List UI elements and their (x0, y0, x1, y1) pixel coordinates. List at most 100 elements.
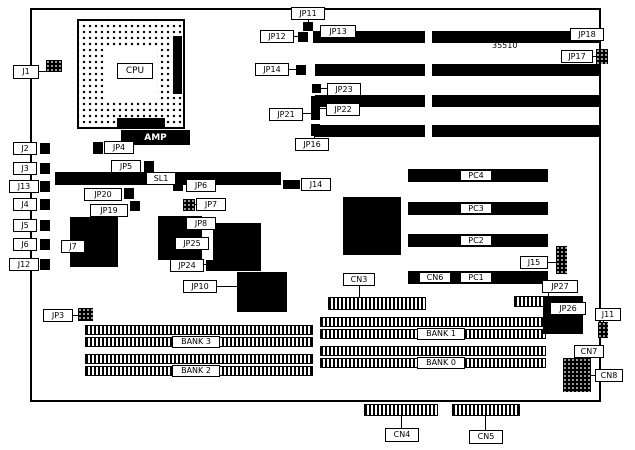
jp24-block-pins (219, 255, 232, 268)
jp7-label: JP7 (196, 198, 226, 211)
jp6-pins (173, 180, 183, 191)
cpu-socket-right-bar (173, 36, 182, 94)
cn3-line (359, 285, 360, 297)
board-number: 35510 (492, 41, 518, 50)
jp25-pins (189, 251, 201, 260)
cpu-socket (77, 19, 185, 129)
jp21-label: JP21 (269, 108, 303, 121)
jp27-label: JP27 (542, 280, 578, 293)
cn3-label: CN3 (343, 273, 375, 286)
jp23-line (321, 88, 327, 89)
cpu-label: CPU (117, 63, 153, 79)
jp16-line (314, 136, 315, 139)
cpu-socket-bottom-bar (117, 118, 165, 127)
j15-pins (556, 246, 567, 274)
j3-pins (40, 163, 50, 174)
jp4-pins (93, 142, 103, 154)
jp17-line (593, 56, 597, 57)
jp8-label: JP8 (186, 217, 216, 230)
jp8-pins (173, 218, 183, 229)
jp3-pins (78, 308, 93, 321)
cn5-line (485, 415, 486, 431)
jp26-label: JP26 (550, 302, 586, 315)
j14-label: J14 (301, 178, 331, 191)
jp17-pins (596, 49, 608, 64)
j6-label: J6 (13, 238, 37, 251)
j2-label: J2 (13, 142, 37, 155)
jp14-line (289, 69, 297, 70)
jp5-label: JP5 (111, 160, 141, 173)
jp22-line (320, 108, 326, 109)
jp10-label: JP10 (183, 280, 217, 293)
j6-pins (40, 239, 50, 250)
j11-pins (598, 322, 608, 338)
j2-pins (40, 143, 50, 154)
jp23-label: JP23 (327, 83, 361, 96)
j5-pins (40, 220, 50, 231)
jp21-jp22-pins (311, 96, 320, 120)
pc3-label: PC3 (460, 203, 492, 214)
cn5-connector (452, 404, 520, 416)
bank0-label: BANK 0 (417, 357, 465, 369)
j4-pins (40, 199, 50, 210)
cn7-cn8-header-pins (563, 358, 591, 392)
j1-pins (46, 60, 62, 72)
j15-line (547, 262, 556, 263)
jp24-label: JP24 (170, 259, 204, 272)
jp17-label: JP17 (561, 50, 593, 63)
cn6-label: CN6 (419, 272, 451, 283)
bank0-socket-a (320, 346, 546, 356)
jp10-line (216, 286, 238, 287)
isa-row1-right (432, 31, 600, 43)
j13-label: J13 (9, 180, 39, 193)
cn4-connector (364, 404, 438, 416)
j14-bar-pins (283, 180, 300, 189)
amp-bar: AMP (121, 130, 190, 145)
jp12-pins (298, 32, 308, 42)
j1-line (39, 71, 46, 72)
cn3-connector (328, 297, 426, 310)
isa-row2-left (315, 64, 425, 76)
j11-label: J11 (595, 308, 621, 321)
bank3-socket-a (85, 325, 313, 335)
jp4-label: JP4 (104, 141, 134, 154)
jp23-pins (312, 84, 321, 93)
sl1-label: SL1 (146, 172, 176, 185)
cn8-line (591, 375, 596, 376)
cn8-label: CN8 (595, 369, 623, 382)
j11-line (603, 320, 604, 323)
j15-label: J15 (520, 256, 548, 269)
jp11-pins (303, 22, 313, 31)
pc1-label: PC1 (460, 272, 492, 283)
jp14-label: JP14 (255, 63, 289, 76)
j5-label: J5 (13, 219, 37, 232)
pc2-label: PC2 (460, 235, 492, 246)
jp12-line (294, 36, 299, 37)
jp18-label: JP18 (570, 28, 604, 41)
jp13-label: JP13 (320, 25, 356, 38)
jp20-label: JP20 (84, 188, 122, 201)
j12-label: J12 (9, 258, 39, 271)
jp24-pins (206, 260, 216, 271)
bank2-socket-a (85, 354, 313, 364)
jp11-label: JP11 (291, 7, 325, 20)
jp16-label: JP16 (295, 138, 329, 151)
jp7-pins (183, 199, 195, 211)
isa-row3-right (432, 95, 600, 107)
isa-row4-right (432, 125, 600, 137)
jp22-label: JP22 (326, 103, 360, 116)
cn4-label: CN4 (385, 428, 419, 442)
jp6-label: JP6 (186, 179, 216, 192)
jp21-line (303, 113, 311, 114)
j13-pins (40, 181, 50, 192)
bank2-label: BANK 2 (172, 365, 220, 377)
jp19-pins (130, 201, 140, 211)
j4-label: J4 (13, 198, 37, 211)
jp27-header (514, 296, 546, 307)
jp27-line (548, 292, 549, 297)
isa-row4-left (315, 125, 425, 137)
chip-large (343, 197, 401, 255)
jp3-line (72, 315, 79, 316)
jp3-label: JP3 (43, 309, 73, 322)
pc4-label: PC4 (460, 170, 492, 181)
